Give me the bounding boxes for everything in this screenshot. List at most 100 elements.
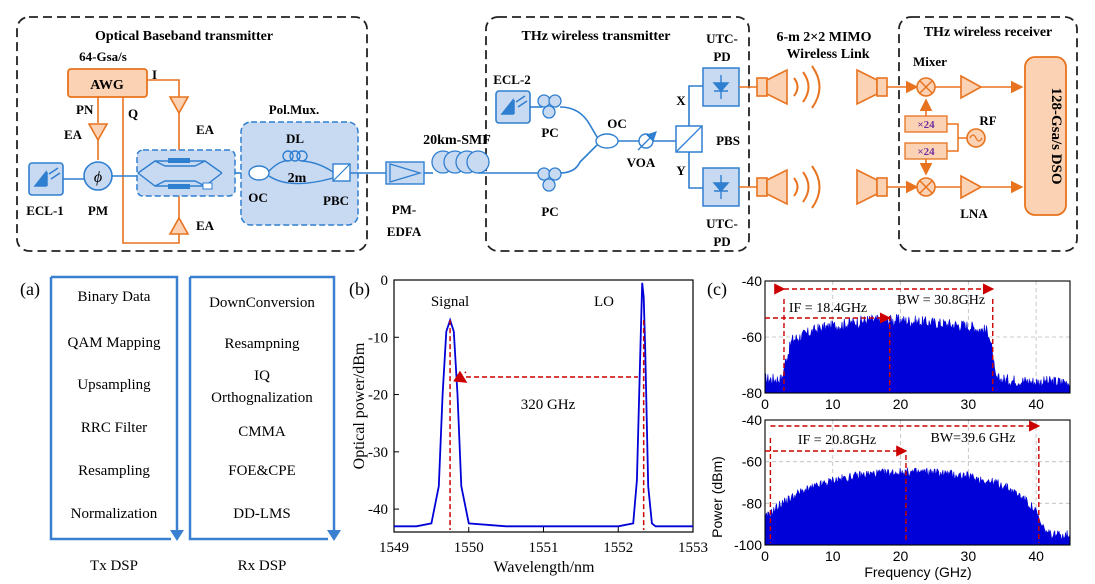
x-tick-label: 0 xyxy=(761,396,769,412)
setup-diagram: Optical Baseband transmitter THz wireles… xyxy=(16,16,1078,252)
rx-horn-bottom-icon xyxy=(856,168,888,206)
rx-dsp-item: DownConversion xyxy=(209,295,315,311)
thz-tx-section-title: THz wireless transmitter xyxy=(521,29,670,44)
y-tick-label: -40 xyxy=(742,412,762,428)
awg-box xyxy=(67,68,148,98)
pm-edfa-label-line1: PM- xyxy=(392,202,417,217)
spacing-label: 320 GHz xyxy=(521,397,576,413)
ea-i-label: EA xyxy=(196,122,215,137)
panel-a-tag: (a) xyxy=(20,279,40,300)
bot-bw-label: BW=39.6 GHz xyxy=(931,431,1016,446)
dso-label: 128-Gsa/s DSO xyxy=(1048,87,1064,184)
tx-dsp-border xyxy=(51,275,179,530)
rx-dsp-items: DownConversionResampningIQOrthognalizati… xyxy=(209,295,315,522)
lna-label: LNA xyxy=(960,206,988,221)
x-tick-label: 1551 xyxy=(529,540,559,556)
tx-dsp-item: Resampling xyxy=(78,463,150,479)
iq-phase-shifter xyxy=(202,182,213,190)
panel-b-ylabel: Optical power/dBm xyxy=(351,342,368,469)
x-tick-label: 1549 xyxy=(379,540,409,556)
rx-dsp-item: DD-LMS xyxy=(233,506,291,522)
pm-label: PM xyxy=(88,203,108,218)
pc-top-label: PC xyxy=(541,125,558,140)
iq-electrode-top xyxy=(168,158,190,163)
wire-q xyxy=(122,97,180,244)
wave-top-icon xyxy=(793,65,821,109)
smf-spool-icon xyxy=(431,150,490,174)
i-label: I xyxy=(152,67,157,82)
fiber-pc-oc xyxy=(559,106,598,138)
panel-b-xlabel: Wavelength/nm xyxy=(494,559,595,576)
smf-label: 20km-SMF xyxy=(423,133,491,148)
y-tick-label: -60 xyxy=(742,454,762,470)
awg-label: AWG xyxy=(90,78,124,93)
pc-bottom-label: PC xyxy=(541,204,558,219)
fiber-smf-pc xyxy=(478,144,598,174)
tx-dsp-item: QAM Mapping xyxy=(68,335,161,351)
y-tick-label: -40 xyxy=(368,502,388,518)
q-label: Q xyxy=(128,106,138,121)
ea-q-amplifier-icon xyxy=(168,216,190,235)
utc-bottom-label-line1: UTC- xyxy=(706,216,738,231)
ea-q-label: EA xyxy=(196,218,215,233)
oc-label: OC xyxy=(607,116,627,131)
fiber-pbs-y xyxy=(688,152,703,189)
rx-dsp-item: CMMA xyxy=(238,424,286,440)
spacing-arrow xyxy=(458,372,638,382)
tx-dsp-caption: Tx DSP xyxy=(90,558,138,574)
voa-arrow xyxy=(637,131,657,151)
pn-label: PN xyxy=(76,102,94,117)
two-m-label: 2m xyxy=(288,171,307,186)
utc-top-label-line2: PD xyxy=(713,49,730,64)
ecl1-label: ECL-1 xyxy=(26,203,64,218)
iq-electrode-bottom xyxy=(168,184,190,189)
y-tick-label: -100 xyxy=(734,537,762,553)
rx-section-title: THz wireless receiver xyxy=(924,25,1053,40)
polmux-coupler-icon xyxy=(248,165,270,181)
utc-top-label-line1: UTC- xyxy=(706,31,738,46)
x-tick-label: 20 xyxy=(893,396,909,412)
x-tick-label: 10 xyxy=(825,396,841,412)
rf-label: RF xyxy=(979,113,996,128)
plot-frame xyxy=(764,280,1071,394)
tx-horn-top-icon xyxy=(756,68,788,106)
ea-pn-label: EA xyxy=(64,127,83,142)
tx-section-box xyxy=(16,16,368,252)
pbc-label: PBC xyxy=(323,193,349,208)
ea-pn-amplifier-icon xyxy=(87,123,109,142)
rx-dsp-border xyxy=(190,275,336,530)
ecl2-diode-symbol xyxy=(500,95,528,115)
awg-rate-label: 64-Gsa/s xyxy=(79,49,127,64)
rx-dsp-item: IQ xyxy=(254,368,270,384)
y-tick-label: -20 xyxy=(368,388,388,404)
x-tick-label: 40 xyxy=(1028,396,1044,412)
y-tick-label: -10 xyxy=(368,330,388,346)
ecl2-label: ECL-2 xyxy=(493,72,531,87)
pbs-diagonal xyxy=(675,125,703,153)
polmux-label: Pol.Mux. xyxy=(269,102,320,117)
oc-coupler-icon xyxy=(595,133,619,149)
dl-label: DL xyxy=(286,131,304,146)
panel-c-xlabel: Frequency (GHz) xyxy=(864,564,971,580)
rx-section-box xyxy=(898,16,1078,252)
lna-top-icon xyxy=(960,74,983,100)
x-tick-label: 1552 xyxy=(603,540,633,556)
rx-dsp-item: FOE&CPE xyxy=(228,463,296,479)
pm-phi-symbol: ϕ xyxy=(94,169,102,186)
tx-dsp-item: Normalization xyxy=(71,506,158,522)
tx-dsp-item: Binary Data xyxy=(78,289,151,305)
rf-sine xyxy=(969,134,983,142)
wave-bottom-icon xyxy=(793,165,821,209)
signal-label: Signal xyxy=(431,294,469,310)
rf-wire xyxy=(947,123,967,152)
iq-modulator-box xyxy=(136,149,236,197)
y-tick-label: 0 xyxy=(381,273,389,289)
dso-box xyxy=(1024,56,1067,216)
pm-edfa-label-line2: EDFA xyxy=(387,224,422,239)
